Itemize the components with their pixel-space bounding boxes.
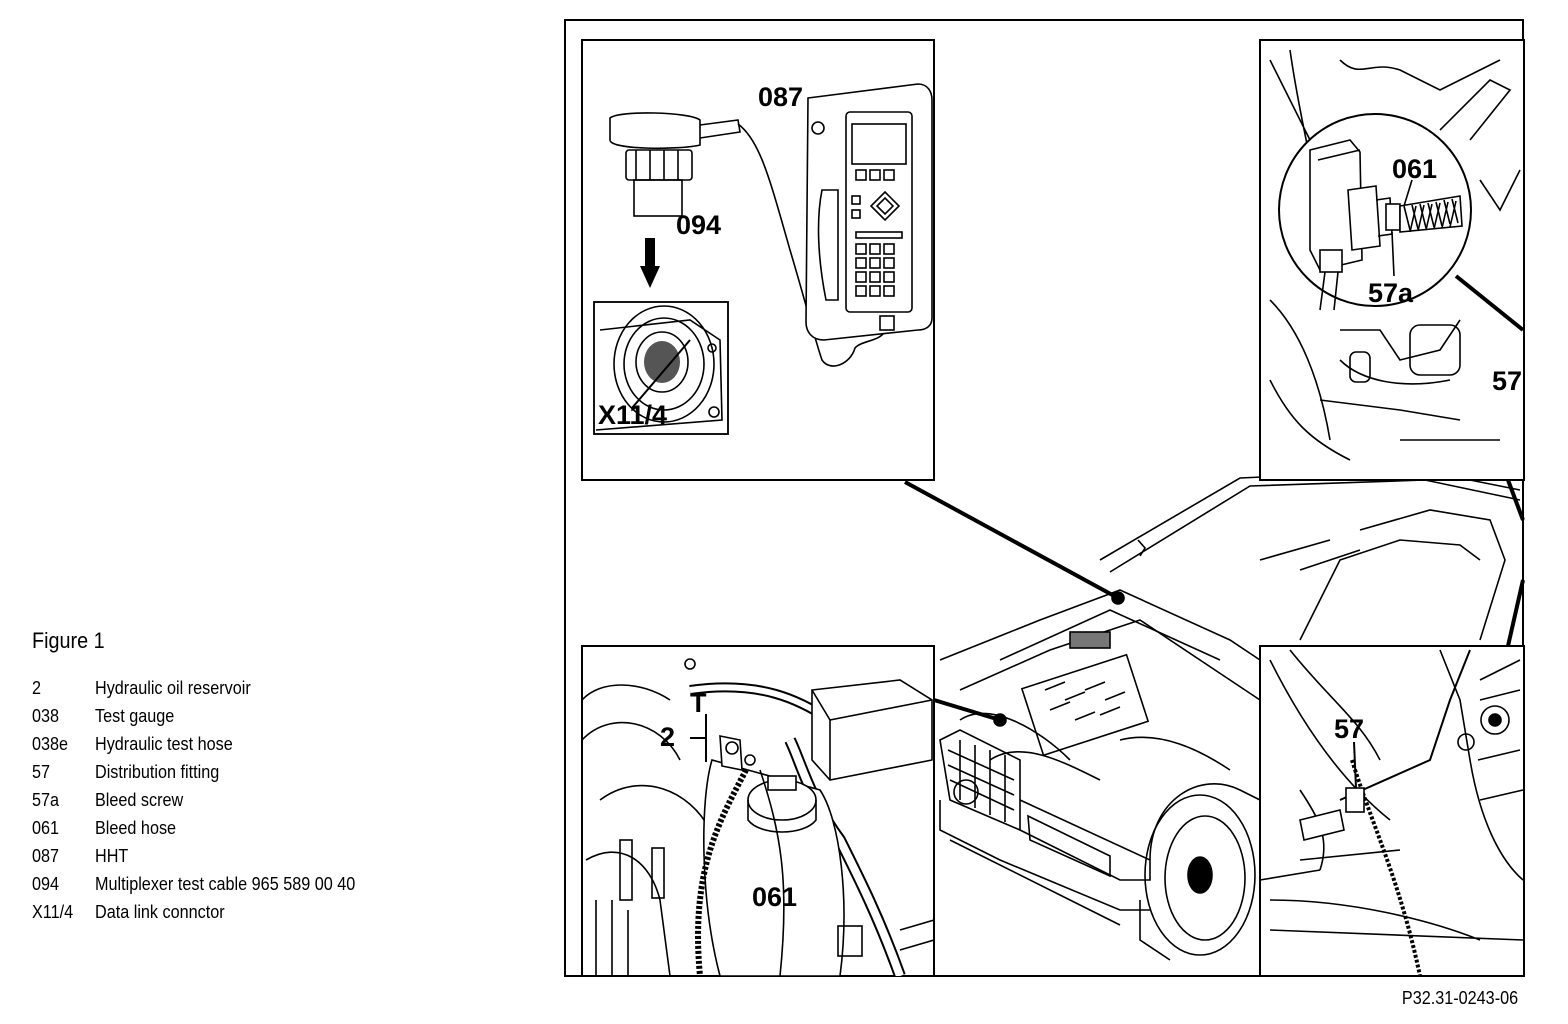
inset-hht: 087 094 X11/4: [581, 39, 935, 481]
figure-title: Figure 1: [32, 628, 105, 653]
callout-57-bottom: 57: [1334, 714, 1364, 744]
legend-text: Distribution fitting: [95, 762, 220, 782]
legend-row: 094 Multiplexer test cable 965 589 00 40: [32, 870, 355, 898]
legend-row: 087 HHT: [32, 842, 355, 870]
callout-t: T: [690, 688, 707, 718]
figure-reference-code: P32.31-0243-06: [1401, 988, 1518, 1008]
legend-row: 038 Test gauge: [32, 702, 355, 730]
outer-frame: [564, 19, 1524, 977]
legend-code: 061: [32, 818, 60, 838]
callout-2: 2: [660, 722, 675, 752]
legend-code: 57: [32, 762, 51, 782]
legend-row: X11/4 Data link connctor: [32, 898, 355, 926]
inset-reservoir: T 2 061: [581, 645, 935, 977]
legend-row: 2 Hydraulic oil reservoir: [32, 674, 355, 702]
legend-code: 038: [32, 706, 60, 726]
callout-061-bottom: 061: [752, 882, 797, 912]
inset-distribution-fitting: 57: [1259, 645, 1525, 977]
legend: Figure 1 2 Hydraulic oil reservoir 038 Tes…: [32, 628, 391, 926]
callout-094: 094: [676, 210, 721, 240]
inset-bleed-screw: 061 57a 57: [1259, 39, 1525, 481]
legend-code: 094: [32, 874, 60, 894]
callout-57a: 57a: [1368, 278, 1414, 308]
legend-row: 038e Hydraulic test hose: [32, 730, 355, 758]
legend-code: X11/4: [32, 902, 74, 922]
legend-text: Hydraulic test hose: [95, 734, 233, 754]
callout-x11-4: X11/4: [598, 400, 667, 430]
legend-row: 57 Distribution fitting: [32, 758, 355, 786]
legend-text: Test gauge: [95, 706, 175, 726]
legend-text: Data link connctor: [95, 902, 225, 922]
legend-code: 087: [32, 846, 60, 866]
legend-text: Bleed hose: [95, 818, 177, 838]
legend-row: 57a Bleed screw: [32, 786, 355, 814]
callout-061-top: 061: [1392, 154, 1437, 184]
legend-text: Multiplexer test cable 965 589 00 40: [95, 874, 356, 894]
callout-57-top: 57: [1492, 366, 1522, 396]
legend-code: 57a: [32, 790, 60, 810]
legend-text: Hydraulic oil reservoir: [95, 678, 251, 698]
callout-087: 087: [758, 82, 803, 112]
legend-code: 038e: [32, 734, 69, 754]
legend-row: 061 Bleed hose: [32, 814, 355, 842]
legend-text: Bleed screw: [95, 790, 184, 810]
legend-code: 2: [32, 678, 42, 698]
legend-text: HHT: [95, 846, 129, 866]
